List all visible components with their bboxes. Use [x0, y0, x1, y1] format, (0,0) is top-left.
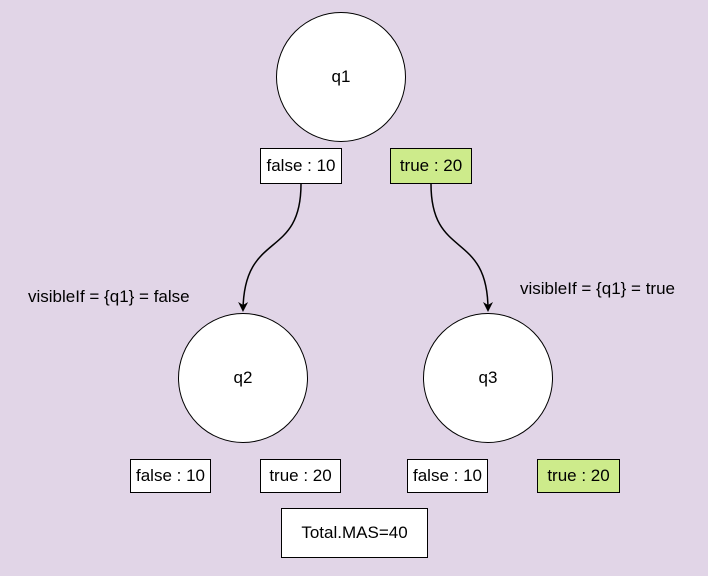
q1-option-true: true : 20 [390, 148, 472, 184]
node-q1-label: q1 [331, 67, 351, 86]
q2-option-false: false : 10 [130, 459, 211, 493]
q3-option-false-label: false : 10 [413, 466, 482, 485]
total-score-label: Total.MAS=40 [301, 523, 408, 542]
q2-option-true-label: true : 20 [269, 466, 332, 485]
node-q1: q1 [276, 12, 406, 142]
q2-visibility-condition: visibleIf = {q1} = false [28, 287, 190, 306]
edge-q1-true-to-q3 [430, 183, 493, 312]
node-q3-label: q3 [478, 368, 498, 387]
node-q2-label: q2 [233, 368, 253, 387]
q2-option-false-label: false : 10 [136, 466, 205, 485]
q3-visibility-condition: visibleIf = {q1} = true [520, 279, 675, 298]
q1-option-true-label: true : 20 [399, 156, 463, 175]
q1-option-false-label: false : 10 [266, 156, 336, 175]
node-q2: q2 [178, 313, 308, 443]
edge-q1-false-to-q2 [238, 183, 302, 312]
q1-option-false: false : 10 [260, 148, 342, 184]
total-score-box: Total.MAS=40 [281, 508, 428, 558]
node-q3: q3 [423, 313, 553, 443]
q3-option-false: false : 10 [407, 459, 488, 493]
q3-option-true-label: true : 20 [547, 466, 610, 485]
q3-option-true: true : 20 [537, 459, 620, 493]
q2-option-true: true : 20 [260, 459, 341, 493]
